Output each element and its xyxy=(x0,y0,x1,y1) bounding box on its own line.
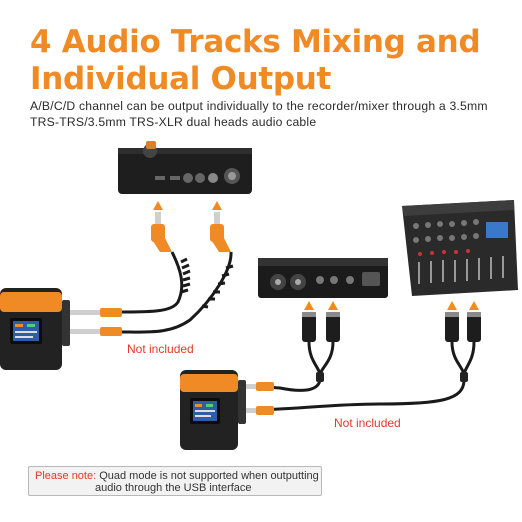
not-included-label-right: Not included xyxy=(334,416,401,430)
receiver-device-bottom xyxy=(180,370,246,450)
y-splitter-joint xyxy=(316,372,468,382)
arrow-up-icon xyxy=(304,301,479,310)
trs-plug-icon xyxy=(246,382,274,415)
usb-note-text1: Quad mode is not supported when outputti… xyxy=(99,470,319,482)
usb-note-prefix: Please note: xyxy=(35,470,97,482)
audio-interface xyxy=(118,141,252,194)
usb-note-box: Please note: Quad mode is not supported … xyxy=(28,466,322,496)
arrow-up-icon xyxy=(153,201,222,210)
y-splitter-cable xyxy=(249,341,476,412)
headline: 4 Audio Tracks Mixing and Individual Out… xyxy=(30,24,481,98)
usb-note-text2: audio through the USB interface xyxy=(95,482,252,494)
usb-audio-interface xyxy=(258,258,388,298)
trs-plug-icon xyxy=(151,212,231,252)
headline-line2: Individual Output xyxy=(30,61,332,97)
receiver-device-left xyxy=(0,288,70,370)
headline-line1: 4 Audio Tracks Mixing and xyxy=(30,24,481,60)
xlr-connector-icon xyxy=(302,312,481,342)
trs-plug-icon xyxy=(70,308,122,336)
not-included-label-left: Not included xyxy=(127,342,194,356)
coiled-cable xyxy=(119,251,234,334)
usb-note-line1: Please note: Quad mode is not supported … xyxy=(35,470,319,482)
description: A/B/C/D channel can be output individual… xyxy=(30,99,488,129)
audio-mixer xyxy=(402,200,518,296)
